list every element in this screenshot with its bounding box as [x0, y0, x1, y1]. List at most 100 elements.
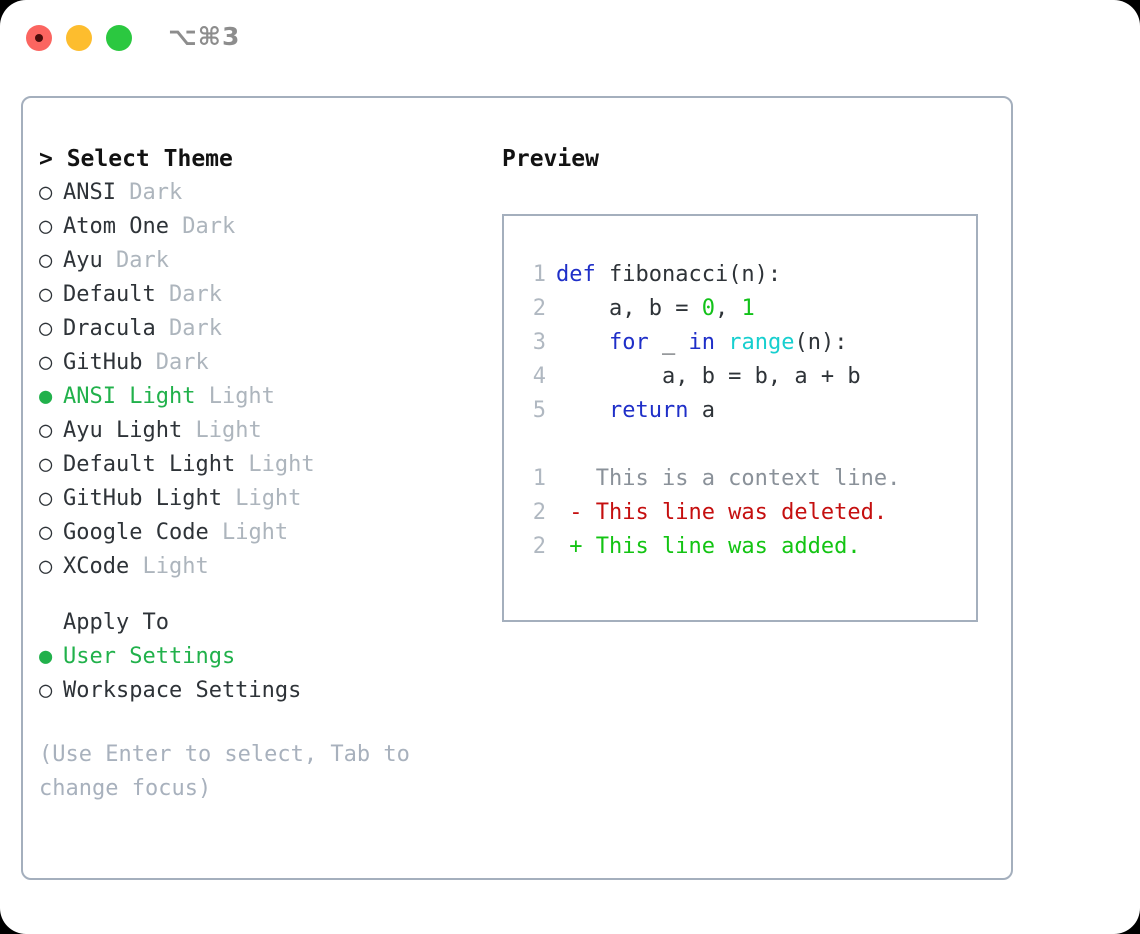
theme-option-variant: Dark	[142, 350, 209, 375]
code-token-plain: ,	[714, 296, 742, 321]
apply-to-label: Apply To	[63, 610, 169, 635]
radio-unselected-icon: ○	[39, 520, 53, 545]
code-token-kw: for	[608, 330, 649, 355]
code-line: 2 a, b = 0, 1	[504, 292, 976, 326]
theme-option-variant: Light	[208, 520, 289, 545]
radio-selected-icon: ●	[39, 644, 53, 669]
select-theme-heading: > Select Theme	[39, 146, 233, 172]
theme-option-xcode[interactable]: ○ XCode Light	[39, 550, 489, 584]
code-line-text: a, b = b, a + b	[546, 360, 861, 394]
diff-line-text: This is a context line.	[556, 466, 901, 491]
code-token-kw: return	[608, 398, 689, 423]
code-token-plain: a	[688, 398, 715, 423]
apply-to-option-label: Workspace Settings	[63, 678, 302, 703]
radio-unselected-icon: ○	[39, 554, 53, 579]
main-panel: > Select Theme ○ANSI Dark○Atom One Dark○…	[21, 96, 1013, 880]
theme-option-google-code[interactable]: ○ Google Code Light	[39, 516, 489, 550]
theme-option-ayu[interactable]: ○ Ayu Dark	[39, 244, 489, 278]
code-token-num: 0	[701, 296, 715, 321]
radio-unselected-icon: ○	[39, 452, 53, 477]
theme-option-github-light[interactable]: ○ GitHub Light Light	[39, 482, 489, 516]
code-token-num: 1	[741, 296, 755, 321]
theme-option-label: Ayu	[63, 248, 103, 273]
spacer	[39, 708, 489, 738]
radio-unselected-icon: ○	[39, 418, 53, 443]
radio-unselected-icon: ○	[39, 180, 53, 205]
diff-line: 2 + This line was added.	[504, 530, 976, 564]
theme-option-variant: Dark	[102, 248, 169, 273]
spacer	[39, 584, 489, 606]
theme-option-label: Ayu Light	[63, 418, 183, 443]
theme-option-label: Default Light	[63, 452, 236, 477]
title-bar: ⌥⌘3	[0, 0, 1140, 78]
theme-option-dracula[interactable]: ○ Dracula Dark	[39, 312, 489, 346]
theme-option-atom-one[interactable]: ○Atom One Dark	[39, 210, 489, 244]
code-line: 5 return a	[504, 394, 976, 428]
theme-option-label: Default	[63, 282, 156, 307]
apply-to-option-user-settings[interactable]: ● User Settings	[39, 640, 489, 674]
diff-line: 1 This is a context line.	[504, 462, 976, 496]
code-line: 3 for _ in range(n):	[504, 326, 976, 360]
radio-unselected-icon: ○	[39, 350, 53, 375]
theme-option-label: Google Code	[63, 520, 209, 545]
theme-option-variant: Light	[195, 384, 275, 409]
theme-option-variant: Dark	[115, 180, 183, 205]
diff-line-text: - This line was deleted.	[556, 500, 888, 525]
theme-option-variant: Dark	[155, 316, 222, 341]
code-token-fn: range	[728, 330, 795, 355]
apply-to-option-workspace-settings[interactable]: ○ Workspace Settings	[39, 674, 489, 708]
line-number: 2	[532, 500, 546, 525]
code-token-plain: (n):	[794, 330, 848, 355]
radio-unselected-icon: ○	[39, 248, 53, 273]
line-number: 2	[532, 534, 546, 559]
theme-option-label: Dracula	[63, 316, 156, 341]
radio-selected-icon: ●	[39, 384, 53, 409]
theme-option-default[interactable]: ○ Default Dark	[39, 278, 489, 312]
line-number: 1	[532, 466, 546, 491]
code-token-kw: in	[688, 330, 715, 355]
theme-option-label: XCode	[63, 554, 130, 579]
code-line-text: return a	[546, 394, 715, 428]
theme-option-variant: Light	[129, 554, 209, 579]
radio-unselected-icon: ○	[39, 486, 53, 511]
code-token-plain: a, b =	[556, 296, 702, 321]
theme-option-label: ANSI Light	[63, 384, 196, 409]
apply-to-list: ● User Settings ○ Workspace Settings	[39, 640, 489, 708]
code-line: 4 a, b = b, a + b	[504, 360, 976, 394]
theme-option-ansi[interactable]: ○ ANSI Dark	[39, 176, 489, 210]
diff-sample: 1 This is a context line. 2 - This line w…	[504, 462, 976, 564]
code-line-text: def fibonacci(n):	[546, 258, 781, 292]
radio-unselected-icon: ○	[39, 282, 53, 307]
theme-option-variant: Dark	[155, 282, 222, 307]
code-token-plain	[715, 330, 728, 355]
code-token-plain	[556, 330, 609, 355]
theme-option-github[interactable]: ○GitHub Dark	[39, 346, 489, 380]
theme-option-label: GitHub Light	[63, 486, 222, 511]
traffic-lights	[26, 25, 132, 51]
diff-line-text: + This line was added.	[556, 534, 861, 559]
line-number: 1	[532, 262, 546, 287]
code-token-plain	[556, 398, 609, 423]
radio-unselected-icon: ○	[39, 316, 53, 341]
close-button-icon[interactable]	[26, 25, 52, 51]
theme-option-ayu-light[interactable]: ○Ayu Light Light	[39, 414, 489, 448]
minimize-button-icon[interactable]	[66, 25, 92, 51]
maximize-button-icon[interactable]	[106, 25, 132, 51]
code-token-plain: a, b = b, a + b	[556, 364, 861, 389]
line-number: 3	[532, 330, 546, 355]
code-token-plain: fibonacci(n):	[608, 262, 782, 287]
theme-selector-column: > Select Theme ○ANSI Dark○Atom One Dark○…	[39, 142, 489, 806]
preview-title: Preview	[502, 146, 599, 172]
code-token-kw: def	[556, 262, 609, 287]
theme-option-ansi-light[interactable]: ● ANSI Light Light	[39, 380, 489, 414]
theme-option-default-light[interactable]: ○ Default Light Light	[39, 448, 489, 482]
theme-option-variant: Light	[221, 486, 302, 511]
apply-to-option-label: User Settings	[63, 644, 236, 669]
code-line-text: for _ in range(n):	[546, 326, 847, 360]
theme-option-label: ANSI	[63, 180, 116, 205]
radio-unselected-icon: ○	[39, 678, 53, 703]
theme-option-variant: Light	[235, 452, 315, 477]
